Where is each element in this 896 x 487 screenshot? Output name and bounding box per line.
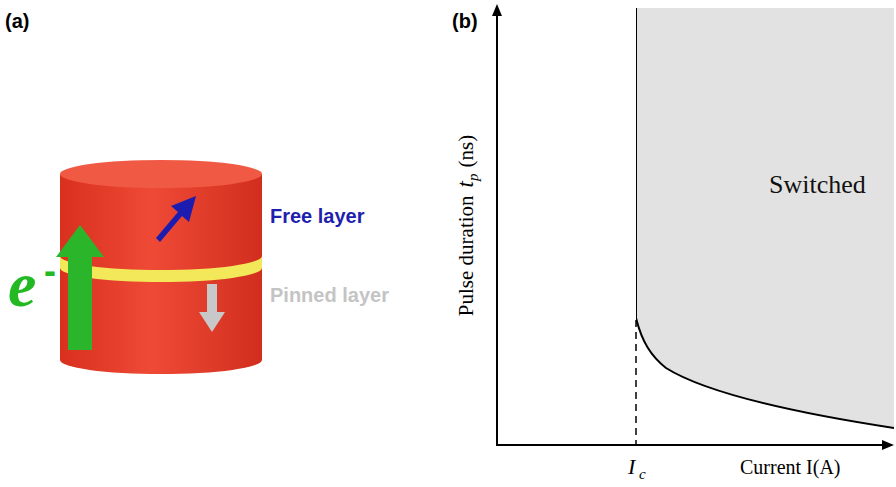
panel-label: (b) [452,10,478,33]
x-axis [496,444,884,446]
electron-symbol: e [8,248,36,322]
layer-label: Pinned layer [270,284,389,307]
cylinder-top [60,160,262,188]
region-shape [636,8,894,445]
free-layer-arrow [156,196,196,242]
region-label: Switched [769,170,866,200]
x-axis-title: Current I(A) [740,456,841,479]
switching-boundary [636,8,894,428]
axis-unit: (ns) [454,135,478,168]
y-axis [496,14,498,445]
switched-region: Switched [636,8,894,445]
panel-label: (a) [5,10,29,33]
electron-charge: - [44,250,56,292]
switched-fill [636,8,894,428]
axis-tick-subscript: c [639,466,646,483]
critical-current-dash [635,320,637,445]
electron-arrow [56,225,104,350]
axis-tick-label: I [628,454,635,480]
axis-title-text: Pulse duration [454,195,478,316]
x-axis-arrowhead [882,440,894,450]
y-axis-arrowhead [492,4,502,16]
axis-subscript: p [465,174,481,182]
axis-variable: t [453,181,478,187]
y-axis-title: Pulse duration tp (ns) [453,135,482,316]
pinned-layer-arrow [199,284,225,332]
layer-label: Free layer [270,205,365,228]
